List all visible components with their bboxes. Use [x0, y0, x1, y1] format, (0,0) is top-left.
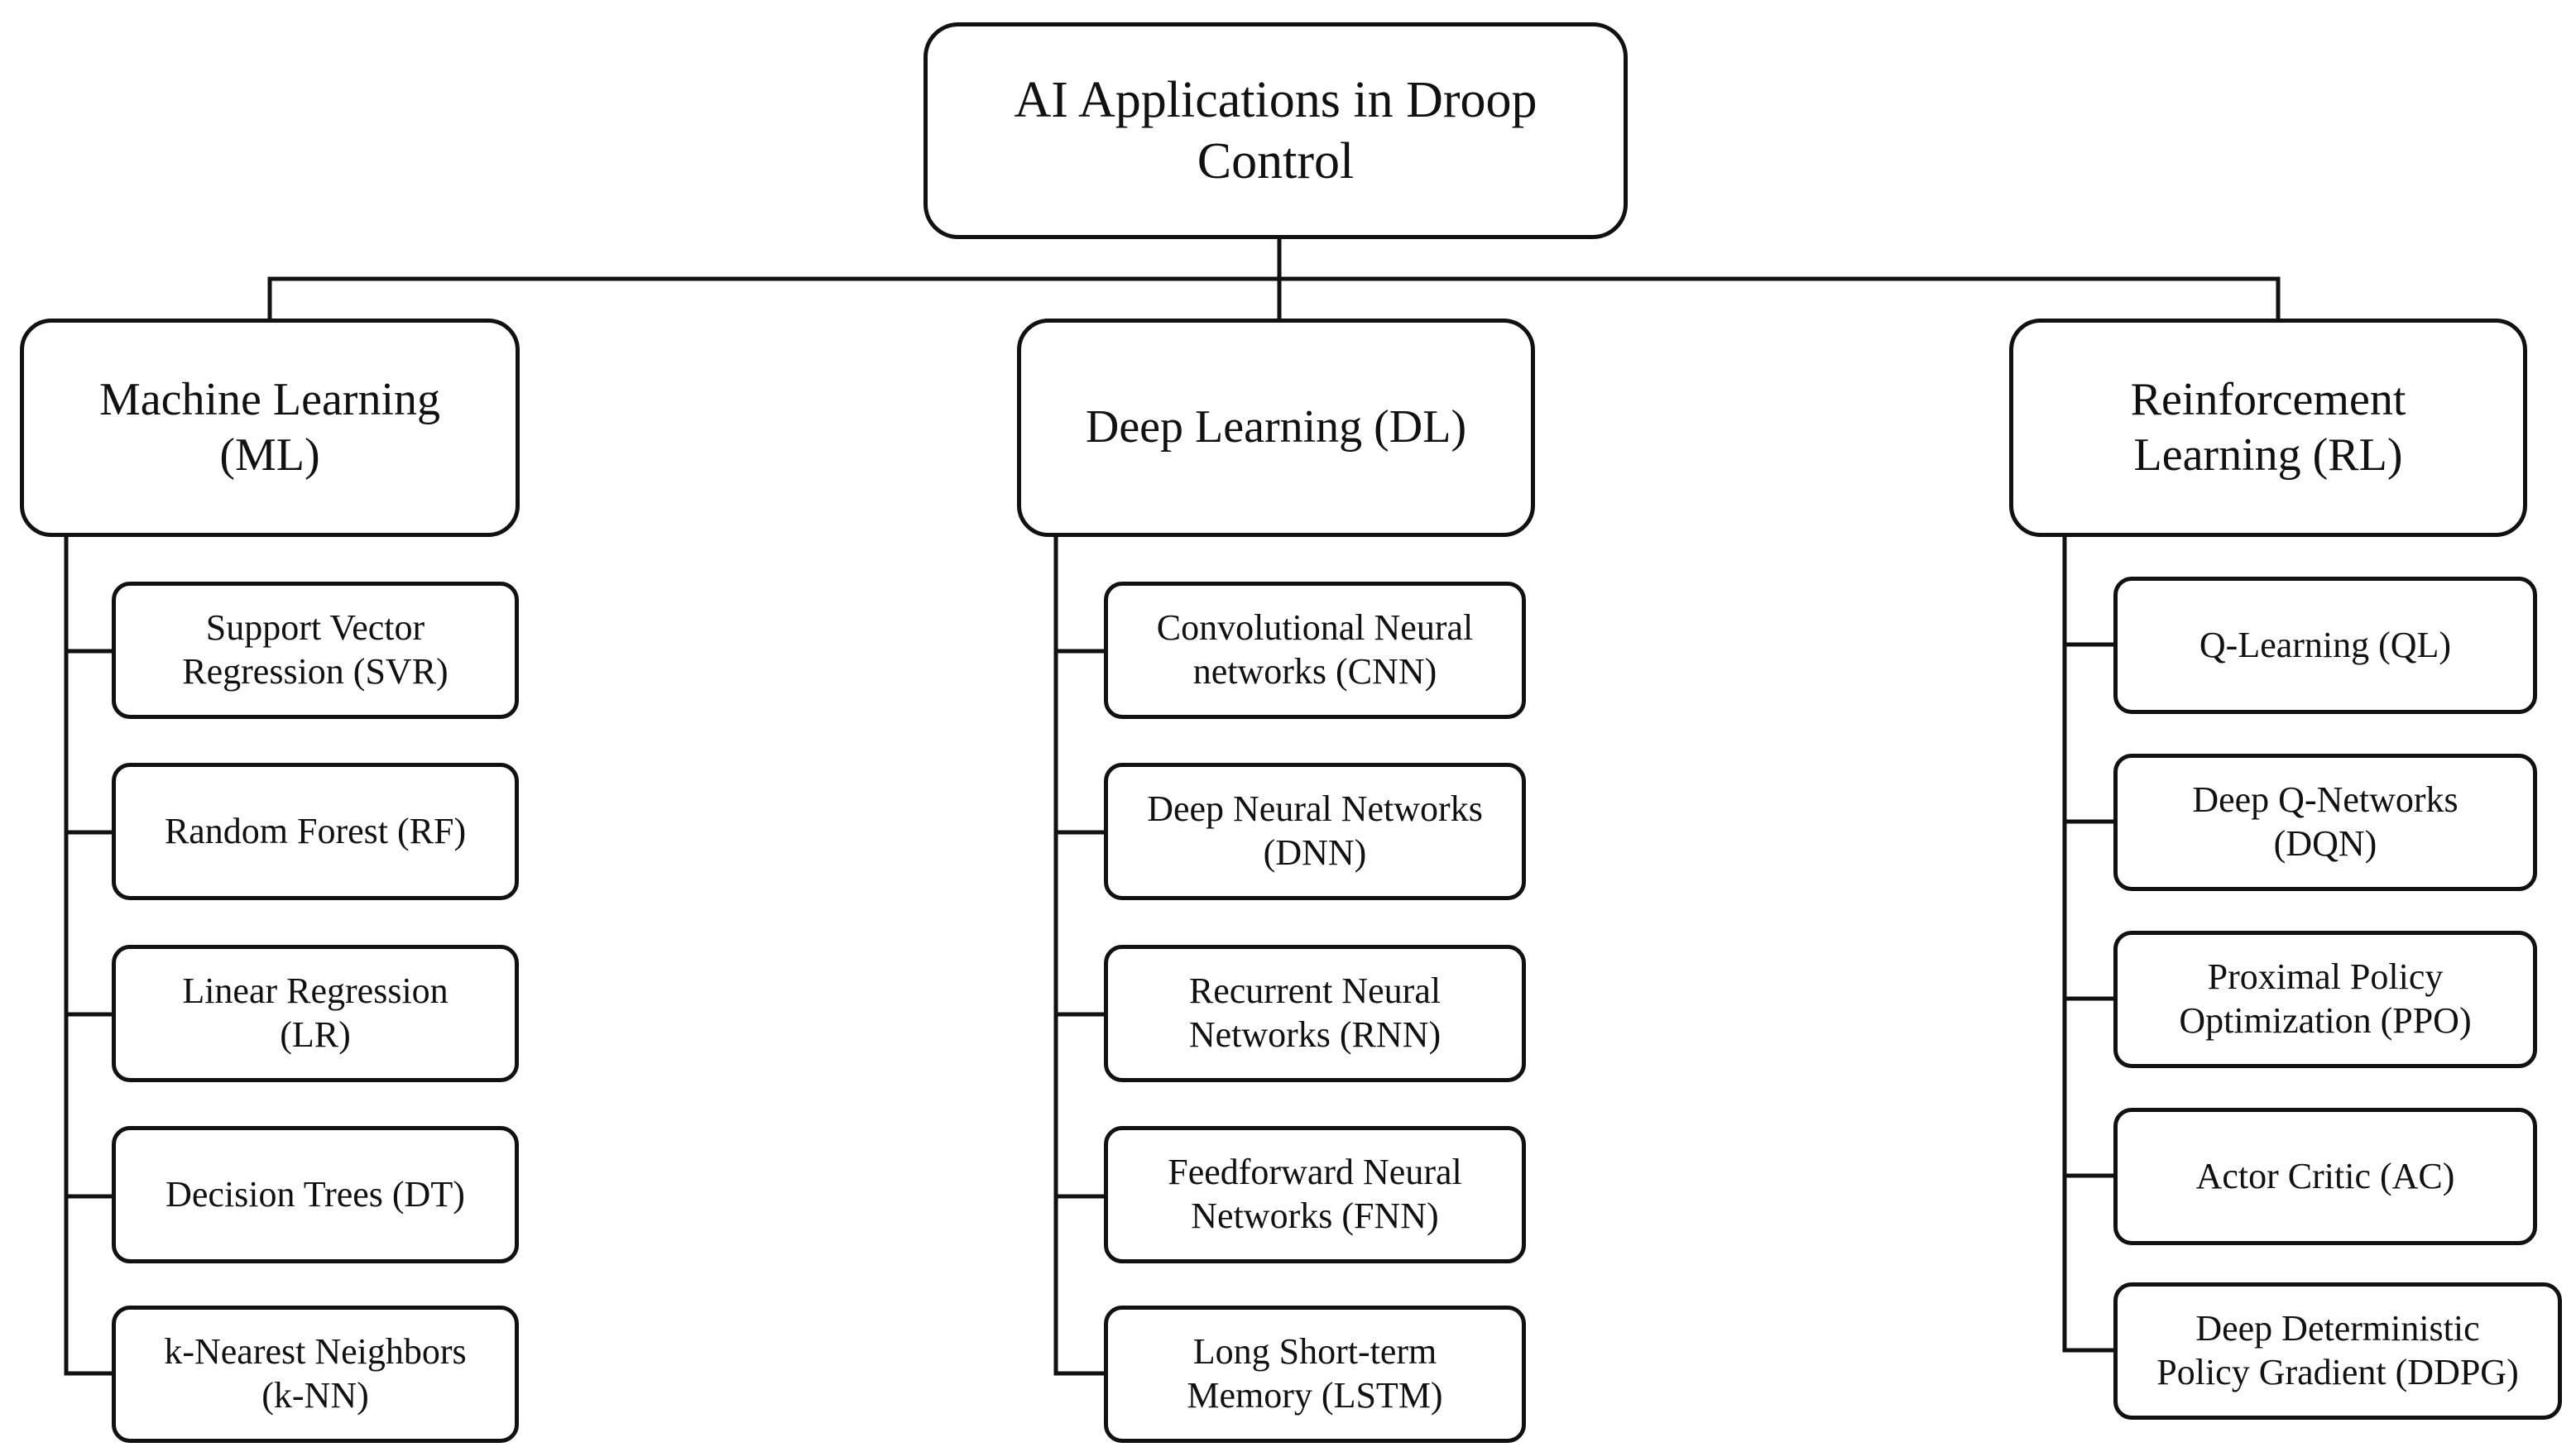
leaf-label-line2: (k-NN) [261, 1375, 369, 1416]
leaf-label-line1: k-Nearest Neighbors [164, 1331, 467, 1373]
leaf-label-line1: Actor Critic (AC) [2195, 1155, 2455, 1196]
leaf-label-line1: Long Short-term [1192, 1331, 1437, 1373]
root-title-line1: AI Applications in Droop [1014, 71, 1537, 128]
leaf-node-dl: Deep Neural Networks (DNN) [1104, 763, 1526, 900]
leaf-node-ml: k-Nearest Neighbors (k-NN) [112, 1306, 519, 1443]
leaf-label-line2: Networks (FNN) [1191, 1196, 1439, 1236]
leaf-node-rl: Actor Critic (AC) [2113, 1108, 2537, 1245]
leaf-node-rl: Proximal Policy Optimization (PPO) [2113, 931, 2537, 1068]
leaf-node-ml: Random Forest (RF) [112, 763, 519, 900]
leaf-label-line2: networks (CNN) [1192, 651, 1437, 692]
leaf-label-line2: (LR) [280, 1014, 351, 1055]
leaf-node-dl: Feedforward Neural Networks (FNN) [1104, 1126, 1526, 1263]
leaf-node-dl: Recurrent Neural Networks (RNN) [1104, 945, 1526, 1082]
leaf-label-line1: Linear Regression [182, 970, 449, 1012]
category-label-line1: Machine Learning [98, 373, 441, 425]
leaf-label-line1: Random Forest (RF) [164, 810, 467, 851]
root-title-line2: Control [1197, 133, 1355, 189]
leaf-node-ml: Linear Regression (LR) [112, 945, 519, 1082]
leaf-label-line2: Regression (SVR) [182, 651, 449, 692]
leaf-label-line1: Deep Deterministic [2195, 1308, 2480, 1349]
leaf-label-line1: Decision Trees (DT) [165, 1173, 465, 1215]
leaf-label-line2: Memory (LSTM) [1187, 1375, 1443, 1416]
leaf-node-rl: Deep Deterministic Policy Gradient (DDPG… [2113, 1282, 2562, 1420]
leaf-label-line2: Optimization (PPO) [2179, 1000, 2472, 1041]
category-node-dl: Deep Learning (DL) [1017, 319, 1535, 537]
category-label-line2: (ML) [219, 429, 320, 481]
category-label-line1: Reinforcement [2130, 373, 2406, 425]
leaf-label-line1: Recurrent Neural [1188, 970, 1442, 1012]
leaf-node-rl: Deep Q-Networks (DQN) [2113, 754, 2537, 891]
leaf-label-line2: Networks (RNN) [1188, 1014, 1442, 1055]
category-node-rl: Reinforcement Learning (RL) [2009, 319, 2527, 537]
leaf-label-line2: Policy Gradient (DDPG) [2156, 1352, 2519, 1392]
leaf-label-line1: Q-Learning (QL) [2199, 624, 2452, 665]
leaf-label-line2: (DQN) [2273, 823, 2377, 864]
category-label-line1: Deep Learning (DL) [1085, 401, 1467, 453]
leaf-node-dl: Convolutional Neural networks (CNN) [1104, 582, 1526, 719]
leaf-node-rl: Q-Learning (QL) [2113, 577, 2537, 714]
leaf-label-line1: Deep Q-Networks [2192, 779, 2458, 821]
leaf-node-ml: Decision Trees (DT) [112, 1126, 519, 1263]
leaf-label-line2: (DNN) [1263, 832, 1367, 873]
leaf-label-line1: Convolutional Neural [1156, 607, 1474, 649]
leaf-label-line1: Feedforward Neural [1168, 1152, 1462, 1193]
leaf-label-line1: Support Vector [205, 607, 425, 649]
leaf-node-ml: Support Vector Regression (SVR) [112, 582, 519, 719]
leaf-label-line1: Deep Neural Networks [1147, 788, 1483, 830]
category-node-ml: Machine Learning (ML) [20, 319, 520, 537]
category-label-line2: Learning (RL) [2133, 429, 2403, 481]
leaf-node-dl: Long Short-term Memory (LSTM) [1104, 1306, 1526, 1443]
leaf-label-line1: Proximal Policy [2207, 956, 2444, 998]
root-node: AI Applications in Droop Control [923, 22, 1628, 239]
